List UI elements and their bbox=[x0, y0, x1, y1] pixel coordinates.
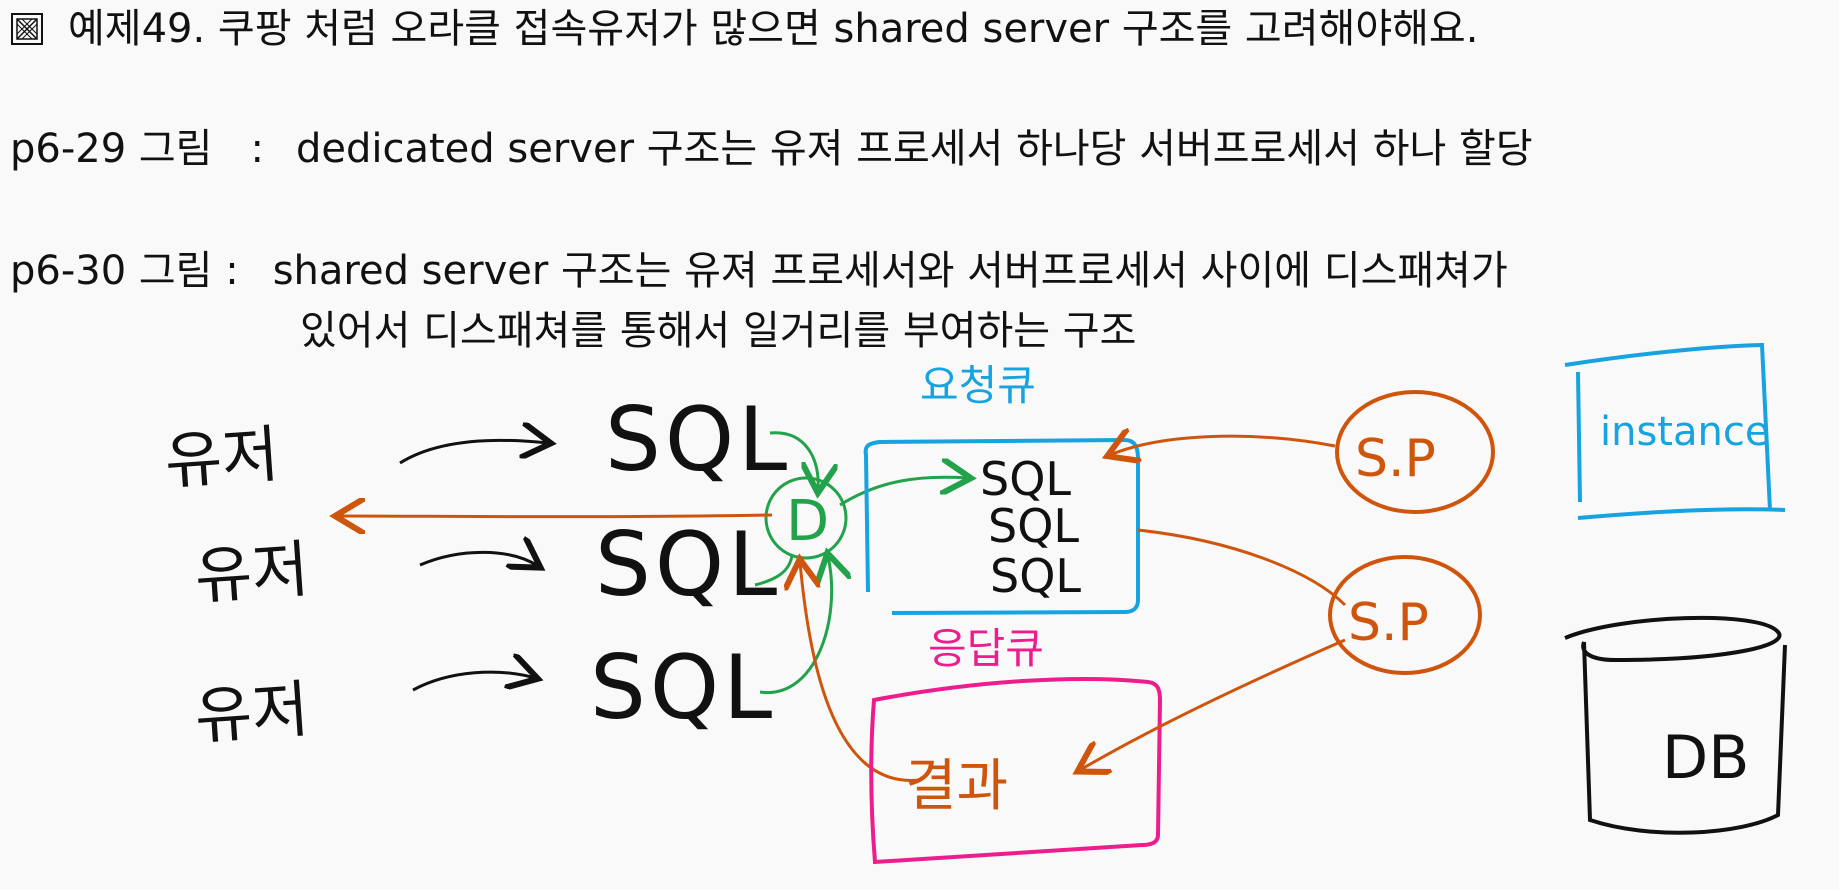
queued-sql-3: SQL bbox=[990, 549, 1081, 603]
queue-to-sp2-line bbox=[1137, 528, 1347, 607]
request-queue-label: 요청큐 bbox=[920, 361, 1036, 410]
db-cylinder bbox=[1564, 615, 1787, 835]
sql-request-2: SQL bbox=[595, 513, 781, 616]
fig30-text-1: shared server 구조는 유져 프로세서와 서버프로세서 사이에 디스… bbox=[272, 248, 1508, 294]
server-process-label-1: S.P bbox=[1355, 429, 1436, 489]
response-queue-label: 응답큐 bbox=[928, 624, 1044, 673]
instance-label: instance bbox=[1600, 409, 1769, 455]
dispatcher-to-queue-arrow bbox=[839, 477, 968, 507]
fig30-text-2: 있어서 디스패쳐를 통해서 일거리를 부여하는 구조 bbox=[300, 308, 1137, 354]
user-label-2: 유저 bbox=[192, 532, 311, 613]
user-label-1: 유저 bbox=[162, 417, 281, 498]
server-process-circle-2 bbox=[1328, 555, 1482, 675]
server-process-circle-1 bbox=[1335, 390, 1495, 514]
example-title: 예제49. 쿠팡 처럼 오라클 접속유저가 많으면 shared server … bbox=[68, 6, 1479, 52]
user-to-sql-arrow-2 bbox=[419, 552, 538, 566]
fig30-label: p6-30 그림 : bbox=[10, 248, 239, 294]
queued-sql-1: SQL bbox=[980, 452, 1071, 506]
result-to-dispatcher-arrow bbox=[800, 562, 921, 782]
response-queue-box bbox=[869, 677, 1163, 865]
fig29-text: dedicated server 구조는 유져 프로세서 하나당 서버프로세서 … bbox=[295, 126, 1533, 172]
db-label: DB bbox=[1662, 723, 1749, 793]
fig29-label: p6-29 그림 bbox=[10, 126, 213, 172]
instance-box bbox=[1564, 342, 1786, 520]
user-label-3: 유저 bbox=[192, 672, 311, 753]
sp2-to-result-arrow bbox=[1080, 638, 1346, 770]
user-to-sql-arrow-1 bbox=[399, 440, 548, 465]
result-label: 결과 bbox=[905, 754, 1008, 819]
server-process-label-2: S.P bbox=[1348, 593, 1429, 653]
dispatcher-label: D bbox=[786, 489, 829, 554]
response-to-user-arrow bbox=[338, 515, 773, 517]
sql-request-1: SQL bbox=[605, 388, 791, 491]
queued-sql-2: SQL bbox=[988, 499, 1079, 553]
fig29-line: p6-29 그림: dedicated server 구조는 유져 프로세서 하나… bbox=[10, 125, 1533, 173]
fig30-line: p6-30 그림 : shared server 구조는 유져 프로세서와 서버프… bbox=[10, 247, 1508, 295]
sp1-to-queue-arrow bbox=[1110, 436, 1336, 455]
sql-to-dispatcher-arrow-3 bbox=[759, 556, 832, 694]
user-to-sql-arrow-3 bbox=[412, 672, 535, 692]
crossed-box-icon bbox=[10, 12, 44, 46]
fig29-sep: : bbox=[250, 126, 264, 172]
sql-request-3: SQL bbox=[590, 636, 776, 739]
